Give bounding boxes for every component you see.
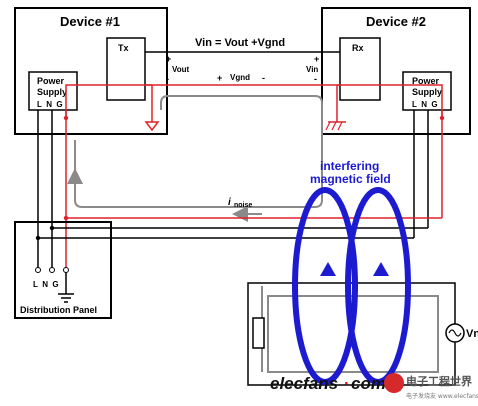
power-wiring <box>37 84 443 268</box>
wire-junctions <box>35 115 445 241</box>
device-1: Device #1 Tx Power Supply L N G <box>14 7 168 135</box>
field-label-line2: magnetic field <box>310 172 391 186</box>
power-supply-1-line1: Power <box>37 76 65 86</box>
panel-terminal-g <box>63 267 69 273</box>
vout-plus: + <box>166 54 171 64</box>
device-2-title: Device #2 <box>366 14 426 29</box>
watermark: elecfans · com 电子工程世界 电子发烧友 www.elecfans… <box>270 373 478 400</box>
rx-label: Rx <box>352 43 364 53</box>
watermark-logo-icon <box>384 373 404 393</box>
field-arrow-1 <box>320 262 336 276</box>
panel-pins: L N G <box>33 280 59 289</box>
noise-current-i: i <box>228 197 231 208</box>
distribution-panel: L N G Distribution Panel <box>14 221 112 319</box>
power-supply-2-line1: Power <box>412 76 440 86</box>
panel-title: Distribution Panel <box>20 305 97 315</box>
vin-minus: - <box>314 74 317 84</box>
watermark-cn-logo: 电子工程世界 <box>406 374 472 388</box>
vgnd-label: Vgnd <box>230 73 250 82</box>
power-supply-2-pins: L N G <box>412 100 438 109</box>
power-supply-1 <box>28 71 78 111</box>
device-1-title: Device #1 <box>60 14 120 29</box>
vout-minus: - <box>166 74 169 84</box>
vout-label: Vout <box>172 65 190 74</box>
device-2: Device #2 Rx Power Supply L N G <box>321 7 471 135</box>
signal-wires: Vin = Vout +Vgnd + Vout - + Vin - + Vgnd… <box>145 37 340 86</box>
resistor-icon <box>252 317 265 349</box>
equation-label: Vin = Vout +Vgnd <box>195 37 285 49</box>
vgnd-minus: - <box>262 73 265 83</box>
rx-block <box>339 37 381 101</box>
noise-current-sub: noise <box>234 202 252 209</box>
field-label-line1: interfering <box>320 159 379 173</box>
tx-block <box>106 37 146 101</box>
watermark-dot: · <box>344 374 350 393</box>
field-arrow-2 <box>373 262 389 276</box>
power-supply-1-pins: L N G <box>37 100 63 109</box>
power-supply-2-line2: Supply <box>412 87 442 97</box>
chassis-ground-1 <box>144 85 160 132</box>
panel-terminal-l <box>35 267 41 273</box>
power-supply-1-line2: Supply <box>37 87 67 97</box>
vin-plus: + <box>314 54 319 64</box>
noise-current-loop <box>67 95 323 222</box>
power-supply-2 <box>402 71 452 111</box>
panel-terminal-n <box>49 267 55 273</box>
chassis-ground-2 <box>325 85 346 131</box>
vgnd-plus: + <box>217 73 222 83</box>
vin-label: Vin <box>306 65 318 74</box>
watermark-brand: elecfans <box>270 374 338 393</box>
tx-label: Tx <box>118 43 129 53</box>
watermark-cn-sub: 电子发烧友 www.elecfans.com <box>406 392 478 400</box>
vnoise-label: Vnoise <box>466 328 478 340</box>
watermark-domain: com <box>351 374 386 393</box>
magnetic-field <box>292 187 411 385</box>
noise-source-circuit: Vnoise <box>247 282 478 386</box>
